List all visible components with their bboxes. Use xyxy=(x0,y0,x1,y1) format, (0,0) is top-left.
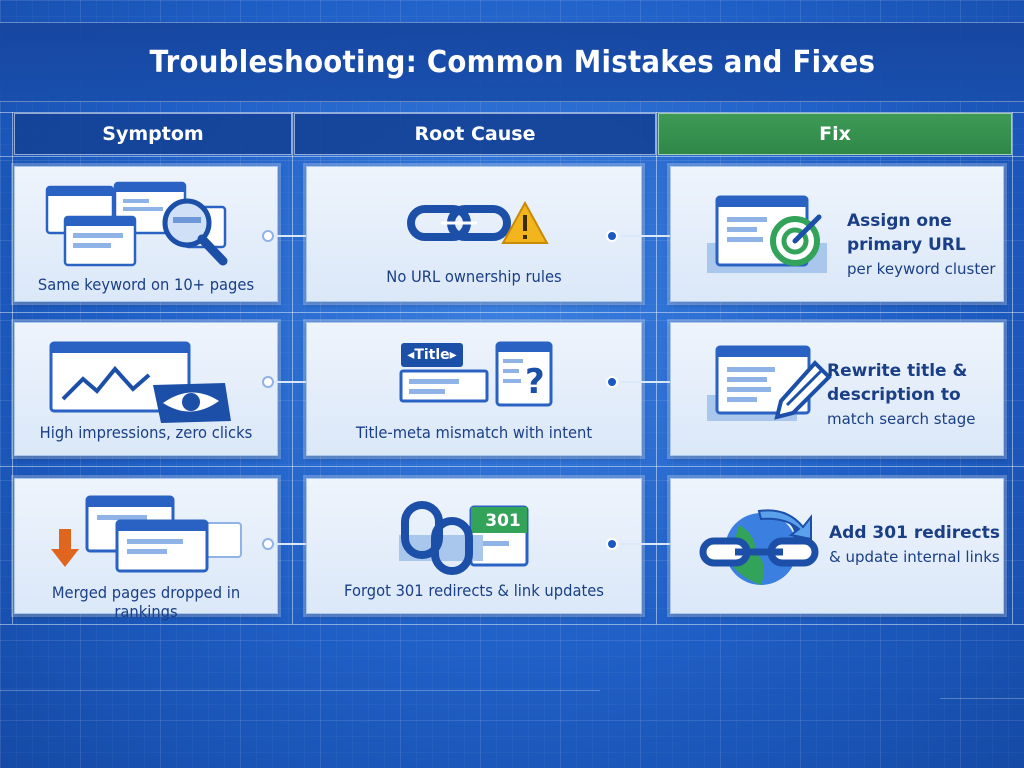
redirect-badge: 301 xyxy=(485,511,521,531)
title-tag-label: Title xyxy=(414,347,450,363)
column-header-root-cause: Root Cause xyxy=(294,113,656,155)
symptom-card-2: High impressions, zero clicks xyxy=(14,322,278,456)
column-header-fix: Fix xyxy=(658,113,1012,155)
title-tag-arrow-right-icon: ▸ xyxy=(449,347,457,363)
fix-text-2: Rewrite title & description to match sea… xyxy=(827,359,975,431)
pages-down-arrow-icon xyxy=(51,495,242,573)
chain-link-301-icon xyxy=(399,501,529,575)
symptom-text-3: Merged pages dropped in rankings xyxy=(51,583,241,621)
cause-card-3: 301 Forgot 301 redirects & link updates xyxy=(306,478,642,614)
fix-line: description to xyxy=(827,385,961,405)
cause-text-3: Forgot 301 redirects & link updates xyxy=(344,581,604,600)
connector-dot xyxy=(606,538,618,550)
fix-line: Rewrite title & xyxy=(827,361,968,381)
chain-link-warning-icon xyxy=(407,200,549,244)
connector-line xyxy=(620,543,686,545)
title-tag-arrow-left-icon: ◂ xyxy=(407,347,415,363)
target-page-icon xyxy=(707,195,827,273)
fix-line: Add 301 redirects xyxy=(829,523,1000,543)
duplicate-pages-magnifier-icon xyxy=(45,181,228,267)
cause-card-1: No URL ownership rules xyxy=(306,166,642,302)
grid-line xyxy=(0,312,1024,313)
grid-line xyxy=(12,112,13,624)
column-header-symptom: Symptom xyxy=(14,113,292,155)
grid-line xyxy=(0,112,1024,113)
symptom-text-2: High impressions, zero clicks xyxy=(39,423,253,442)
chart-eye-icon xyxy=(49,341,231,423)
grid-line xyxy=(0,466,1024,467)
fix-line: per keyword cluster xyxy=(847,260,996,278)
connector-dot xyxy=(262,538,274,550)
page-pencil-icon xyxy=(707,345,832,421)
cause-text-2: Title-meta mismatch with intent xyxy=(355,423,593,442)
fix-card-2: Rewrite title & description to match sea… xyxy=(670,322,1004,456)
cause-text-1: No URL ownership rules xyxy=(386,267,562,286)
connector-dot xyxy=(262,230,274,242)
connector-line xyxy=(620,235,686,237)
cause-card-2: ◂ Title ▸ ? Title-meta mismatch with int… xyxy=(306,322,642,456)
connector-dot xyxy=(606,376,618,388)
symptom-card-1: Same keyword on 10+ pages xyxy=(14,166,278,302)
title-band: Troubleshooting: Common Mistakes and Fix… xyxy=(0,22,1024,102)
title-tag: ◂ Title ▸ xyxy=(401,343,463,367)
connector-line xyxy=(620,381,686,383)
grid-line xyxy=(292,112,293,624)
fix-text-1: Assign one primary URL per keyword clust… xyxy=(847,209,996,281)
title-question-icon: ? xyxy=(399,341,553,407)
fix-line: primary URL xyxy=(847,235,966,255)
fix-line: Assign one xyxy=(847,211,952,231)
symptom-card-3: Merged pages dropped in rankings xyxy=(14,478,278,621)
grid-line xyxy=(0,690,600,691)
fix-card-1: Assign one primary URL per keyword clust… xyxy=(670,166,1004,302)
fix-line: match search stage xyxy=(827,410,976,428)
grid-line xyxy=(656,112,657,624)
fix-text-3: Add 301 redirects & update internal link… xyxy=(829,521,1000,569)
fix-card-3: Add 301 redirects & update internal link… xyxy=(670,478,1004,614)
connector-dot xyxy=(262,376,274,388)
connector-dot xyxy=(606,230,618,242)
fix-line: & update internal links xyxy=(829,548,1000,566)
svg-text:?: ? xyxy=(525,362,545,402)
symptom-text-1: Same keyword on 10+ pages xyxy=(37,275,255,294)
grid-line xyxy=(0,624,1024,625)
grid-line xyxy=(940,698,1024,699)
page-title: Troubleshooting: Common Mistakes and Fix… xyxy=(149,44,875,80)
grid-line xyxy=(1012,112,1013,624)
grid-line xyxy=(0,156,1024,157)
redirect-globe-link-icon xyxy=(699,509,819,585)
